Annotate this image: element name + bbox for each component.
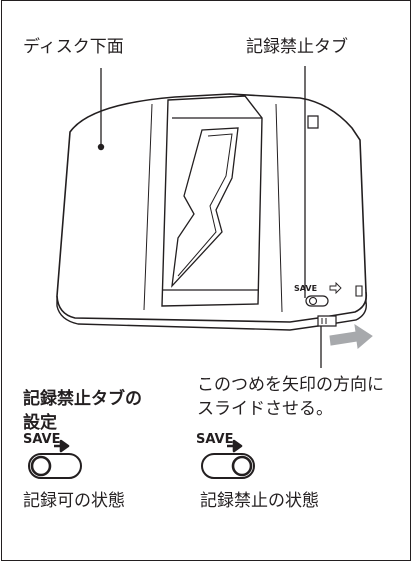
shutter [161, 95, 263, 307]
tab-claw [317, 315, 337, 327]
label-disk-bottom: ディスク下面 [23, 37, 124, 57]
shutter-slot [171, 127, 239, 288]
label-protect-tab: 記録禁止タブ [246, 37, 348, 57]
switch-writable [28, 439, 82, 479]
cartridge-protect-tab [305, 281, 342, 307]
instruction-line-1: このつめを矢印の方向に [197, 375, 384, 395]
setting-title-line-1: 記録禁止タブの [23, 389, 142, 409]
instruction-line-2: スライドさせる。 [197, 399, 333, 419]
label-state-writable: 記録可の状態 [23, 491, 125, 511]
switch-protected [201, 439, 255, 479]
cartridge-save-label: SAVE [294, 284, 318, 293]
save-label-protected: SAVE [196, 432, 234, 447]
label-state-protected: 記録禁止の状態 [200, 491, 319, 511]
slide-arrow [329, 323, 373, 349]
setting-title-line-2: 設定 [23, 413, 57, 433]
cartridge-edge [56, 292, 367, 331]
save-label-writable: SAVE [23, 432, 61, 447]
